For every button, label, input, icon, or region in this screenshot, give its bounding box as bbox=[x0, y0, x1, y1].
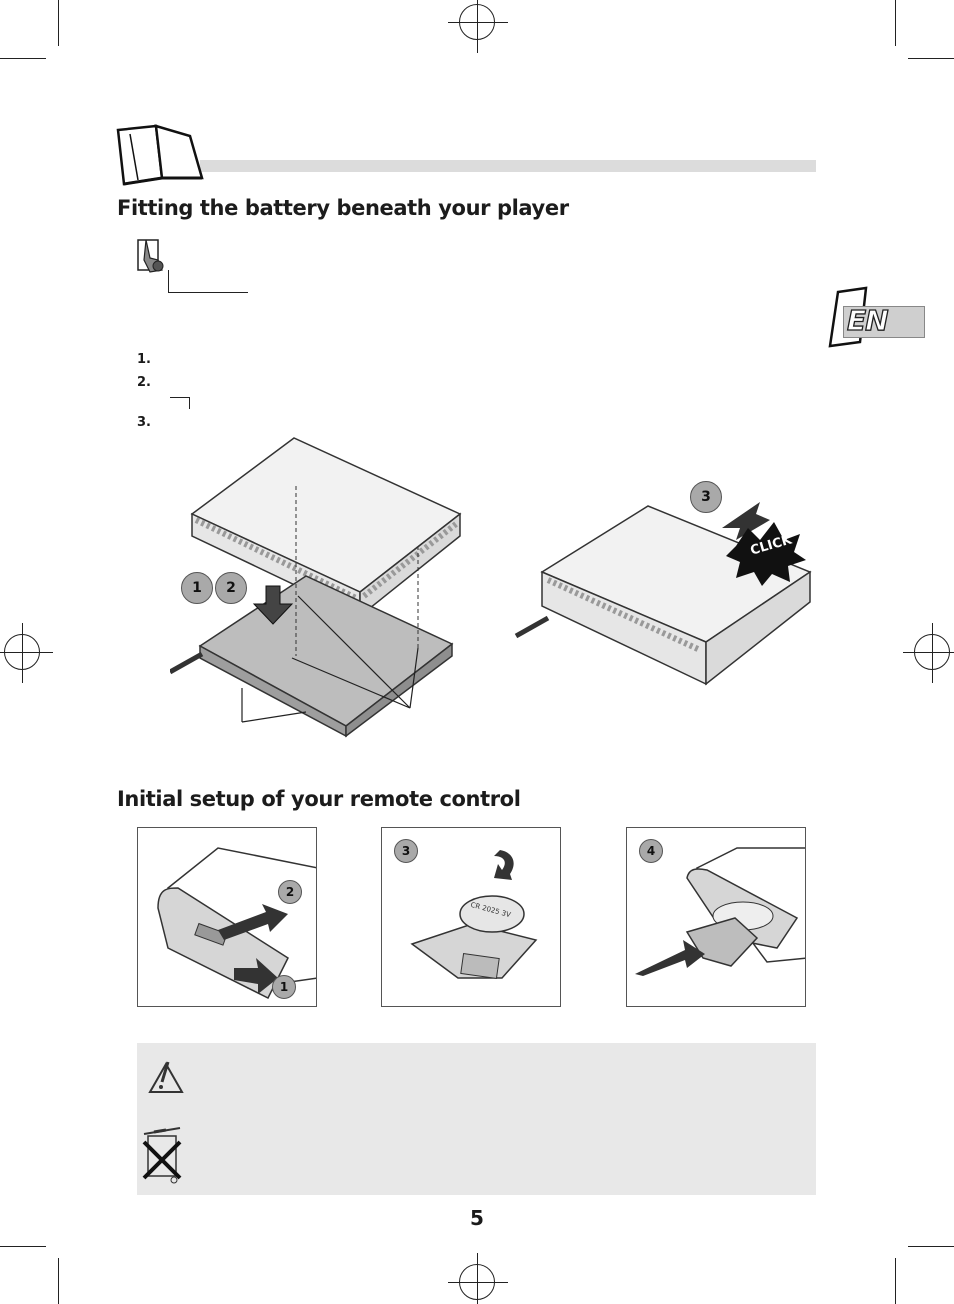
note-underline bbox=[168, 292, 248, 293]
registration-mark-right bbox=[903, 623, 954, 683]
remote-section-title: Initial setup of your remote control bbox=[117, 787, 521, 811]
crop-mark bbox=[908, 58, 954, 59]
registration-mark-left bbox=[0, 623, 53, 683]
registration-mark-bottom bbox=[448, 1253, 508, 1304]
remote-close-illustration bbox=[635, 847, 805, 976]
crop-mark bbox=[0, 1246, 46, 1247]
illustration-badge: 1 bbox=[181, 572, 213, 604]
step-inline-symbol bbox=[170, 397, 190, 409]
hand-pointer-icon bbox=[137, 239, 164, 273]
page-number: 5 bbox=[470, 1206, 484, 1230]
panel-badge: 1 bbox=[272, 975, 296, 999]
crop-mark bbox=[58, 1258, 59, 1304]
crop-mark bbox=[58, 0, 59, 46]
crossed-bin-icon bbox=[142, 1127, 182, 1184]
battery-fitting-illustration bbox=[170, 437, 812, 738]
header-bar bbox=[200, 160, 816, 172]
remote-step-panel-3: 4 bbox=[626, 827, 806, 1007]
note-underline bbox=[168, 270, 169, 292]
language-tab-label: EN bbox=[846, 303, 889, 337]
panel-badge: 4 bbox=[639, 839, 663, 863]
crop-mark bbox=[908, 1246, 954, 1247]
warning-triangle-icon bbox=[148, 1061, 184, 1093]
open-book-icon bbox=[116, 124, 204, 186]
warning-box bbox=[137, 1043, 816, 1195]
crop-mark bbox=[895, 0, 896, 46]
illustration-badge: 3 bbox=[690, 481, 722, 513]
illustration-badge: 2 bbox=[215, 572, 247, 604]
registration-mark-top bbox=[448, 0, 508, 53]
step-number: 1. bbox=[137, 352, 151, 367]
step-number: 2. bbox=[137, 375, 151, 390]
language-tab-bar bbox=[843, 306, 925, 338]
panel-badge: 2 bbox=[278, 880, 302, 904]
crop-mark bbox=[895, 1258, 896, 1304]
crop-mark bbox=[0, 58, 46, 59]
battery-section-title: Fitting the battery beneath your player bbox=[117, 196, 569, 220]
remote-step-panel-1: 2 1 bbox=[137, 827, 317, 1007]
coin-battery-illustration bbox=[410, 850, 538, 979]
step-number: 3. bbox=[137, 415, 151, 430]
remote-step-panel-2: CR 2025 3V 3 bbox=[381, 827, 561, 1007]
panel-badge: 3 bbox=[394, 839, 418, 863]
